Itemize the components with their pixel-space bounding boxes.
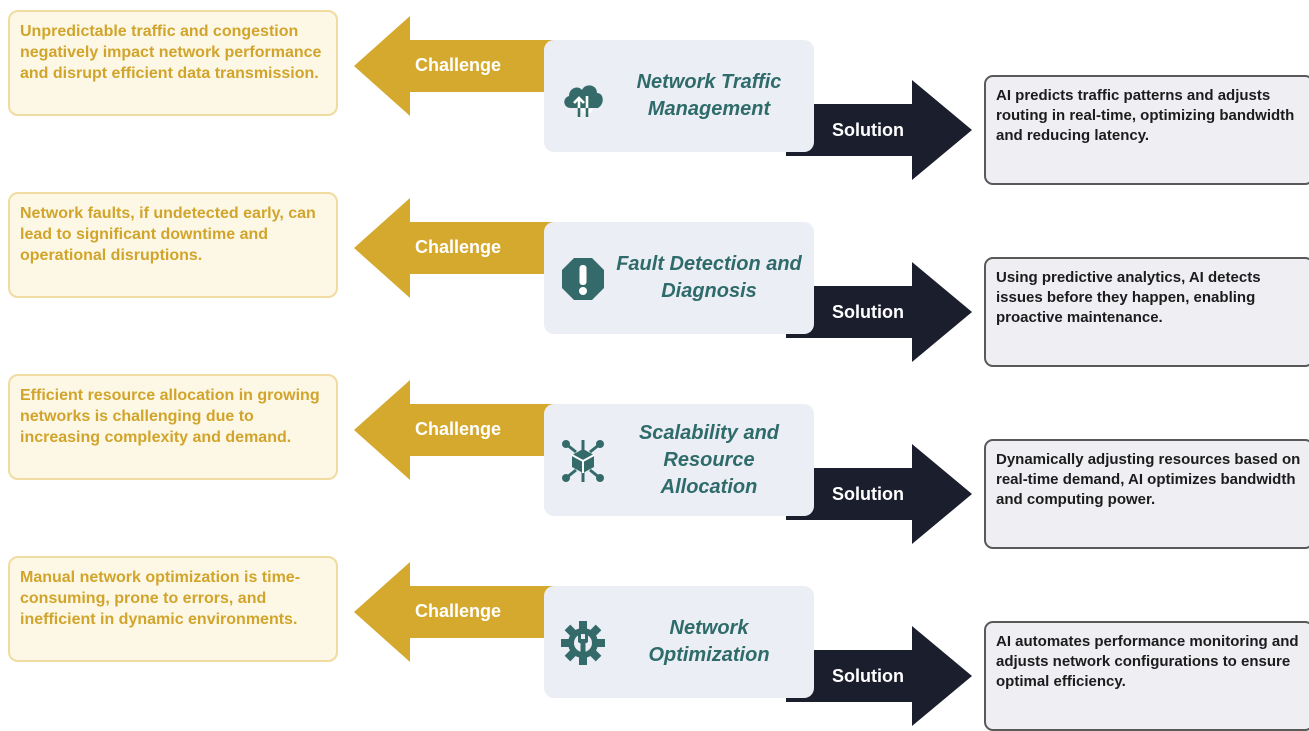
solution-arrow <box>786 626 972 726</box>
solution-arrow <box>786 444 972 544</box>
network-cube-icon <box>562 440 604 482</box>
solution-label: Solution <box>832 484 904 504</box>
challenge-arrow <box>354 198 570 298</box>
challenge-description: Efficient resource allocation in growing… <box>8 374 338 480</box>
challenge-description: Network faults, if undetected early, can… <box>8 192 338 298</box>
row-network-optimization: Manual network optimization is time-cons… <box>0 546 1309 731</box>
challenge-description: Manual network optimization is time-cons… <box>8 556 338 662</box>
warning-octagon-icon <box>562 258 604 300</box>
cloud-transfer-icon <box>564 85 603 117</box>
solution-label: Solution <box>832 666 904 686</box>
solution-arrow <box>786 80 972 180</box>
topic-title: Scalability and Resource Allocation <box>638 421 780 498</box>
challenge-arrow <box>354 380 570 480</box>
topic-card: Network Optimization <box>544 586 814 698</box>
challenge-label: Challenge <box>415 419 502 439</box>
challenge-label: Challenge <box>415 237 502 257</box>
row-network-traffic-management: Unpredictable traffic and congestion neg… <box>0 0 1309 185</box>
solution-description: Using predictive analytics, AI detects i… <box>984 257 1309 367</box>
challenge-description: Unpredictable traffic and congestion neg… <box>8 10 338 116</box>
topic-title: Fault Detection and Diagnosis <box>616 253 802 302</box>
gear-wrench-icon <box>561 621 605 665</box>
solution-label: Solution <box>832 120 904 140</box>
challenge-label: Challenge <box>415 55 502 75</box>
row-scalability: Efficient resource allocation in growing… <box>0 364 1309 549</box>
challenge-arrow <box>354 562 570 662</box>
solution-description: AI automates performance monitoring and … <box>984 621 1309 731</box>
topic-card: Fault Detection and Diagnosis <box>544 222 814 334</box>
solution-label: Solution <box>832 302 904 322</box>
solution-description: AI predicts traffic patterns and adjusts… <box>984 75 1309 185</box>
topic-card: Scalability and Resource Allocation <box>544 404 814 516</box>
topic-card: Network Traffic Management <box>544 40 814 152</box>
topic-title: Network Traffic Management <box>636 71 782 120</box>
solution-arrow <box>786 262 972 362</box>
topic-title: Network Optimization <box>648 617 770 666</box>
row-fault-detection: Network faults, if undetected early, can… <box>0 182 1309 367</box>
solution-description: Dynamically adjusting resources based on… <box>984 439 1309 549</box>
challenge-label: Challenge <box>415 601 502 621</box>
challenge-arrow <box>354 16 570 116</box>
